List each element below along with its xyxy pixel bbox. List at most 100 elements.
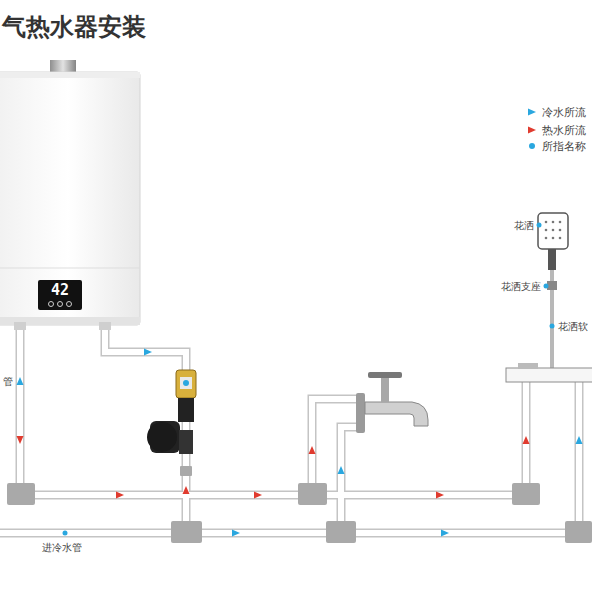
hole (559, 237, 562, 240)
pump-outlet (179, 430, 193, 454)
tee (298, 483, 327, 505)
part-label: 花洒支座 (501, 280, 541, 293)
pointer-dot (544, 284, 549, 289)
tap-stem (381, 378, 389, 402)
legend-swatch (526, 105, 538, 119)
pump-neck (178, 398, 194, 422)
hole (545, 221, 548, 224)
cold-flow-arrow (441, 530, 449, 537)
hole (545, 229, 548, 232)
pump-motor-end (147, 422, 177, 452)
pump-drawing (147, 370, 196, 454)
hole (545, 237, 548, 240)
part-label: 花洒 (514, 219, 534, 232)
legend-text: 热水所流 (542, 123, 586, 137)
legend-text: 所指名称 (542, 139, 586, 153)
swatch-arrow (528, 109, 536, 116)
valve-window (180, 377, 192, 389)
hot-flow-arrow (436, 492, 444, 499)
pointer-dot (537, 223, 542, 228)
title: 气热水器安装 (2, 12, 146, 42)
outlet-collar (99, 322, 111, 330)
hot-flow-arrow (17, 436, 24, 444)
mixer-knob (518, 363, 538, 369)
cold-flow-arrow (17, 377, 24, 385)
hole (552, 229, 555, 232)
outlet-collar (14, 322, 26, 330)
shower-holes (545, 221, 562, 240)
legend-row: 冷水所流 (526, 105, 586, 119)
cold-flow-arrow (338, 466, 345, 474)
tap-hot-pipe (312, 399, 358, 495)
hot-flow-arrow (523, 436, 530, 444)
display-icon (49, 302, 54, 307)
valve-body (176, 370, 196, 398)
valve-dot (183, 380, 189, 386)
shower-drawing (506, 213, 592, 382)
tee (326, 521, 356, 543)
hole (559, 221, 562, 224)
pipe-fill (0, 322, 579, 533)
hole (559, 229, 562, 232)
pipe-label: 进冷水管 (42, 541, 82, 554)
heater-top (0, 72, 140, 78)
hot-flow-arrow (254, 492, 262, 499)
tee (171, 521, 202, 543)
display-icon (58, 302, 63, 307)
elbow (512, 483, 540, 505)
display-reading: 42 (38, 281, 82, 299)
pointer-dots (63, 223, 555, 536)
cold-flow-arrow (232, 530, 240, 537)
shower-holder (547, 281, 557, 290)
cold-inlet-pipe (105, 322, 186, 533)
part-label: 花洒软 (558, 320, 588, 333)
hot-flow-arrow (116, 492, 124, 499)
legend-row: 热水所流 (526, 123, 586, 137)
legend-row: 所指名称 (526, 139, 586, 153)
tap-handle (368, 372, 402, 378)
cold-main-pipe (0, 382, 579, 533)
water-heater: 42 (0, 72, 140, 325)
swatch-dot (529, 143, 535, 149)
cold-flow-arrow (576, 436, 583, 444)
elbow (7, 483, 35, 505)
hot-flow-arrow (309, 446, 316, 454)
cold-inlet-pipe (105, 322, 186, 533)
mixer-valve (506, 368, 592, 382)
flow-arrows (17, 349, 583, 537)
legend-swatch (526, 139, 538, 153)
pointer-dot (63, 531, 68, 536)
display-icon (67, 302, 72, 307)
hot-pipe (20, 322, 526, 495)
legend-swatch (526, 123, 538, 137)
shower-handle (548, 248, 556, 270)
hot-pipe (20, 322, 526, 495)
elbow (565, 521, 592, 543)
legend-text: 冷水所流 (542, 105, 586, 119)
hole (552, 221, 555, 224)
tap-cold-pipe (341, 427, 358, 533)
tap-flange (356, 393, 365, 433)
tap-body (365, 402, 428, 426)
pipe-outline (0, 322, 579, 533)
panel-seam (0, 268, 140, 269)
heater-body (0, 72, 140, 325)
hole (552, 237, 555, 240)
pipe-fittings (7, 466, 592, 543)
cold-main-pipe (0, 382, 579, 533)
tap-cold-pipe (341, 427, 358, 533)
tap-drawing (356, 372, 428, 433)
water-heater-drawing (0, 60, 140, 330)
pipe-label: 管 (3, 375, 13, 388)
cold-flow-arrow (144, 349, 152, 356)
display-screen (38, 280, 82, 310)
tap-hot-pipe (312, 399, 358, 495)
hot-flow-arrow (183, 486, 190, 494)
swatch-arrow (528, 127, 536, 134)
fitting (180, 466, 192, 476)
shower-head (538, 213, 568, 249)
pointer-dot (550, 324, 555, 329)
